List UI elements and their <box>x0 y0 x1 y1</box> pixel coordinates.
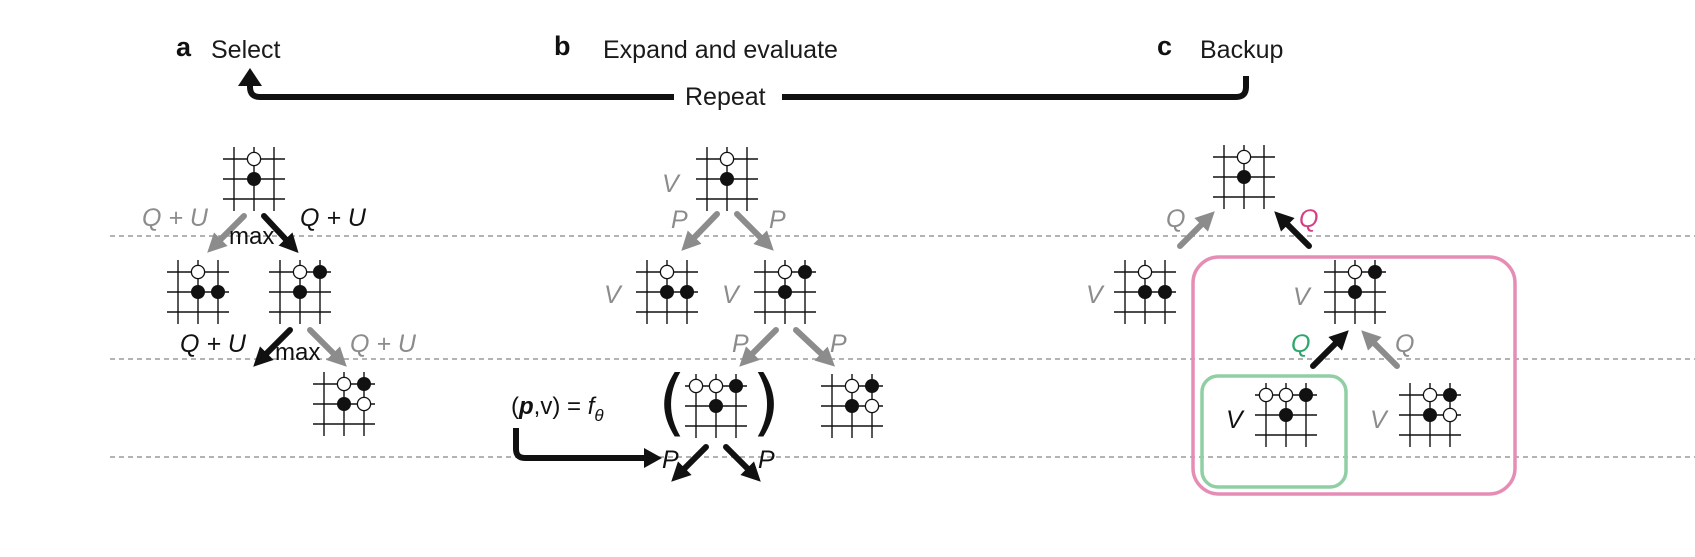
edge-c-leaf-right-up <box>1361 330 1400 369</box>
leaf-box-green <box>1200 374 1348 489</box>
panel-b-heading: b Expand and evaluate <box>554 31 838 64</box>
label-a-max-1: max <box>229 223 274 250</box>
label-c-v-leaf-2: V <box>1370 406 1389 434</box>
label-c-q-2: Q <box>1299 205 1318 233</box>
label-a-q-plus-u-2: Q + U <box>300 204 367 232</box>
label-a-q-plus-u-1: Q + U <box>142 204 209 232</box>
label-b-v-left: V <box>604 281 623 309</box>
panel-a-heading: a Select <box>176 32 281 64</box>
edge-a-mid-left <box>253 327 293 367</box>
board-b-leaf <box>821 374 883 438</box>
label-b-p-6: P <box>758 446 775 474</box>
label-c-q-3: Q <box>1291 330 1310 358</box>
panel-b-tree: ( ) V P P V V P P P P (p,v) = fθ <box>511 147 883 482</box>
edge-c-leaf-left-up <box>1310 330 1349 369</box>
panel-c-heading: c Backup <box>1157 31 1283 64</box>
panel-b-letter: b <box>554 31 571 61</box>
label-a-max-2: max <box>275 339 320 366</box>
panel-a-tree: Q + U max Q + U Q + U max Q + U <box>142 147 417 436</box>
board-b-right <box>754 260 816 324</box>
repeat-arrowhead <box>238 68 262 86</box>
label-b-v-right: V <box>722 281 741 309</box>
panel-c-title: Backup <box>1200 36 1283 64</box>
edge-a-root-left <box>207 213 247 253</box>
board-root-c <box>1213 145 1275 209</box>
edge-b-root-right <box>734 211 774 251</box>
edge-b-leaf-left <box>671 444 709 482</box>
edge-b-mid-right <box>793 327 836 367</box>
depth-separators <box>110 235 1695 458</box>
label-c-q-1: Q <box>1166 205 1185 233</box>
edge-b-root-left <box>681 211 720 251</box>
paren-open: ( <box>658 360 686 444</box>
edge-b-mid-left <box>739 327 779 367</box>
panel-c-letter: c <box>1157 31 1172 61</box>
edge-c-right-up <box>1274 211 1312 249</box>
paren-close: ) <box>752 360 780 444</box>
edge-b-leaf-right <box>723 444 761 482</box>
repeat-arrow-path-right <box>782 76 1249 100</box>
label-b-p-2: P <box>769 206 786 234</box>
network-arrow-path <box>513 428 648 461</box>
label-b-p-1: P <box>671 206 688 234</box>
repeat-label: Repeat <box>685 83 766 111</box>
label-b-v-root: V <box>662 170 681 198</box>
label-c-v-left: V <box>1086 281 1105 309</box>
label-b-p-3: P <box>732 330 749 358</box>
panel-b-title: Expand and evaluate <box>603 36 838 64</box>
panel-a-letter: a <box>176 32 192 62</box>
board-root-b <box>696 147 758 211</box>
network-arrowhead <box>644 448 662 468</box>
label-c-v-right: V <box>1293 283 1312 311</box>
board-c-left <box>1114 260 1176 324</box>
board-b-left <box>636 260 698 324</box>
label-c-v-leaf: V <box>1226 406 1245 434</box>
board-a-leaf <box>313 372 375 436</box>
board-c-leaf <box>1399 383 1461 447</box>
panel-a-title: Select <box>211 36 281 64</box>
panel-c-tree: Q Q V V Q Q V V <box>1086 145 1517 496</box>
edge-a-root-right <box>261 213 299 254</box>
board-c-expanded <box>1255 383 1317 447</box>
board-root-a <box>223 147 285 211</box>
network-formula: (p,v) = fθ <box>511 393 604 425</box>
board-c-right <box>1324 260 1386 324</box>
label-b-p-4: P <box>830 330 847 358</box>
label-a-q-plus-u-4: Q + U <box>350 330 417 358</box>
repeat-loop: Repeat <box>238 68 1249 111</box>
label-a-q-plus-u-3: Q + U <box>180 330 247 358</box>
board-a-right <box>269 260 331 324</box>
board-a-left <box>167 260 229 324</box>
board-b-expanded <box>685 374 747 438</box>
edge-c-left-up <box>1177 211 1215 249</box>
label-c-q-4: Q <box>1395 330 1414 358</box>
edge-a-mid-right <box>307 327 347 367</box>
backup-subtree-box-pink <box>1191 255 1517 496</box>
label-b-p-5: P <box>662 446 679 474</box>
repeat-arrow-path <box>247 84 674 100</box>
